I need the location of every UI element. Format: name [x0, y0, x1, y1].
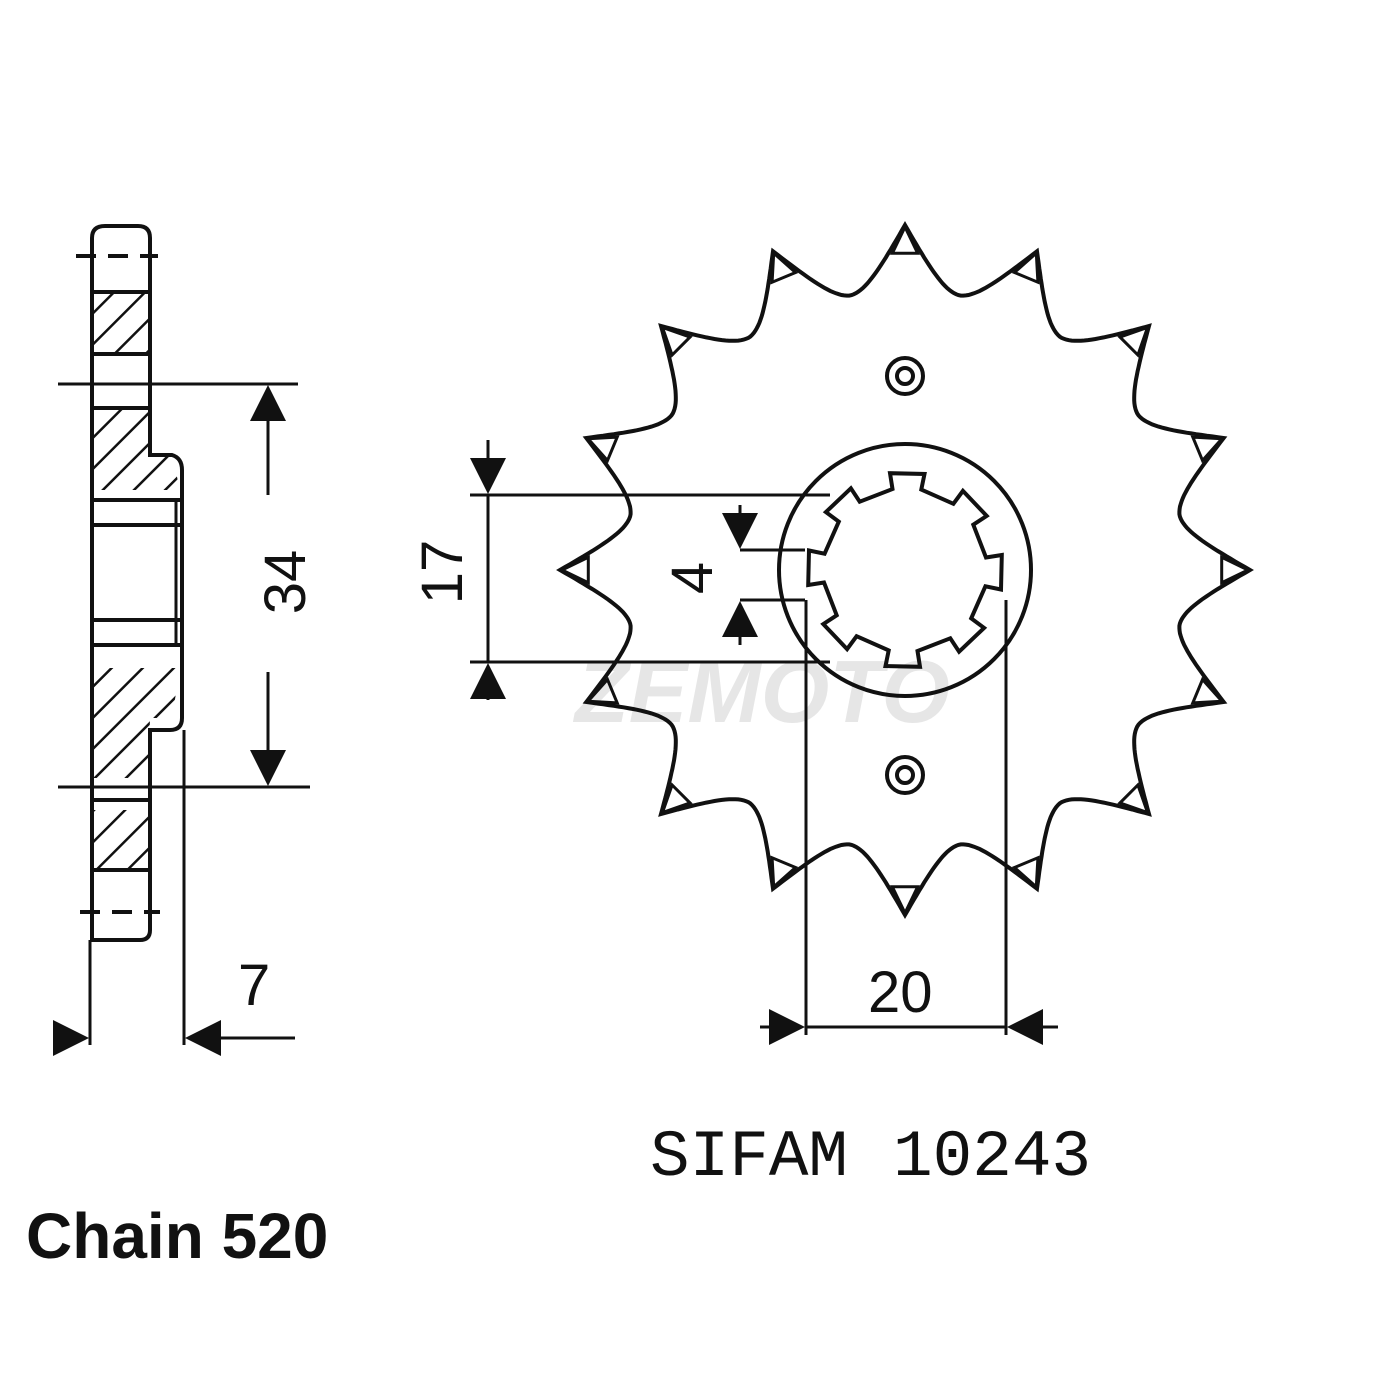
tooth-tip [1117, 782, 1150, 815]
side-view [53, 224, 310, 1056]
tooth-tip [660, 325, 693, 358]
chain-label: Chain 520 [26, 1200, 328, 1272]
tooth-tip [1011, 249, 1040, 285]
bolt-hole-top [885, 356, 925, 396]
front-view [470, 221, 1254, 1045]
spline-bore [806, 471, 1004, 669]
tooth-tip [889, 223, 921, 255]
bolt-hole-bottom [885, 755, 925, 795]
tooth-tip [770, 855, 799, 891]
dim-spline-tooth: 4 [660, 562, 725, 594]
tooth-tip [1220, 554, 1252, 586]
tooth-tip [1190, 435, 1226, 464]
watermark: ZEMOTO [572, 642, 950, 741]
part-number: 10243 [893, 1120, 1091, 1195]
tooth-tip [1190, 676, 1226, 705]
tooth-tip [1117, 325, 1150, 358]
tooth-tip [584, 676, 620, 705]
tooth-tip [1011, 855, 1040, 891]
tooth-tip [770, 249, 799, 285]
dim-spline-height: 17 [410, 540, 475, 605]
tooth-tip [889, 885, 921, 917]
dim-spline-width: 20 [868, 960, 933, 1025]
tooth-tip [584, 435, 620, 464]
hub-circle [777, 442, 1033, 698]
dim-width: 7 [238, 953, 270, 1018]
dim-pitch-diameter: 34 [253, 550, 318, 615]
tooth-tip [660, 782, 693, 815]
brand-label: SIFAM [650, 1120, 848, 1195]
tooth-tip [558, 554, 590, 586]
